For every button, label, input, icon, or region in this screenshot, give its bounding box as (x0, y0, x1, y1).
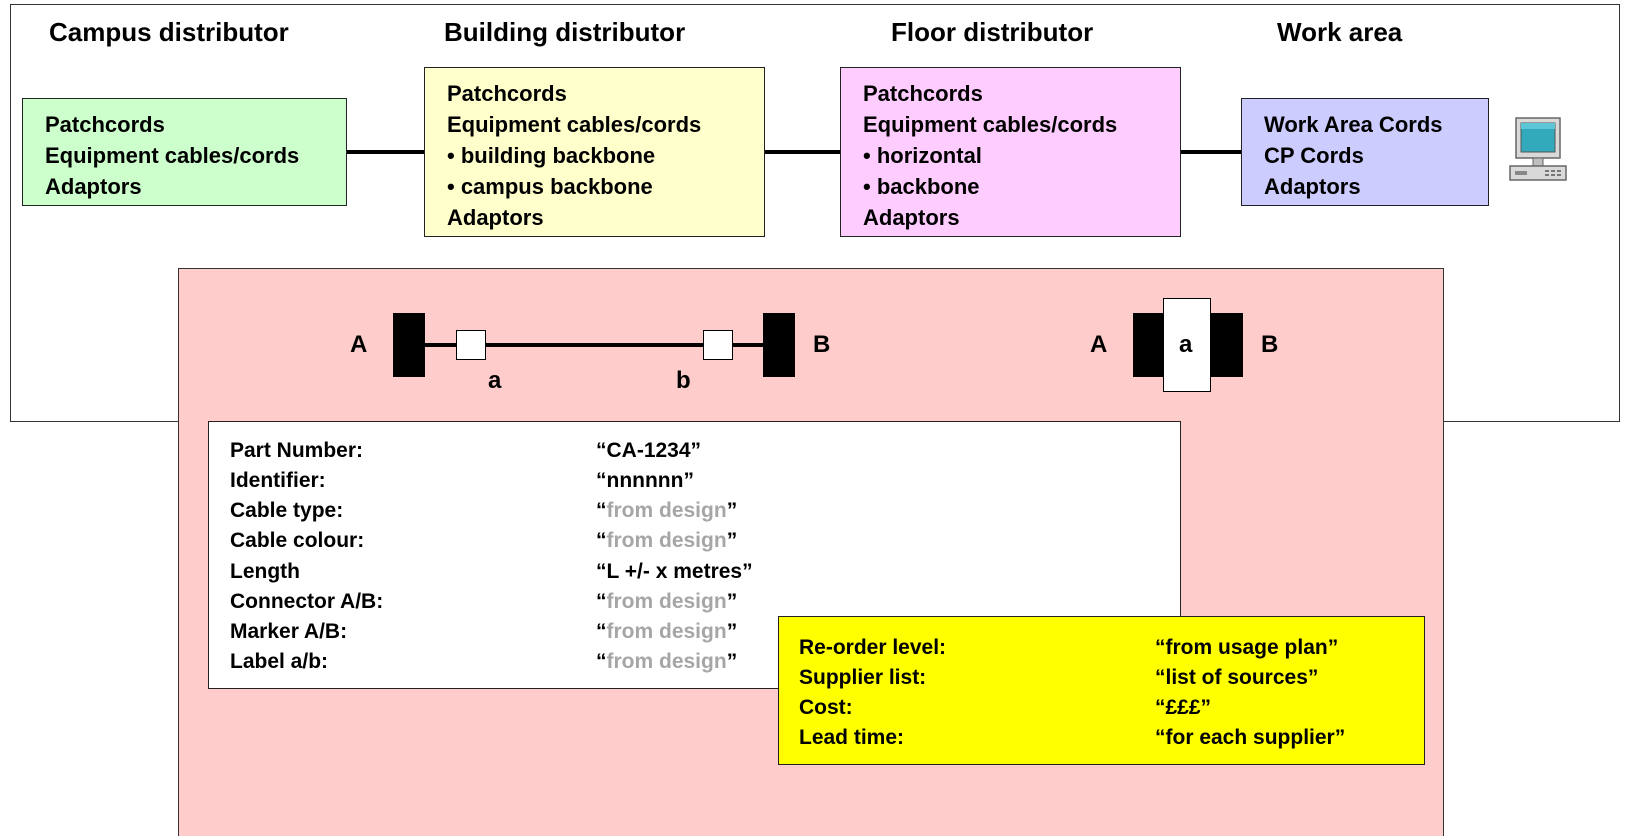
building-line: • building backbone (447, 143, 656, 168)
building-distributor-heading: Building distributor (444, 17, 686, 47)
floor-line: Equipment cables/cords (863, 112, 1118, 137)
attribute-value: “from design” (596, 499, 738, 522)
attribute-value: “L +/- x metres” (596, 560, 753, 583)
floor-line: • backbone (863, 174, 980, 199)
supply-value: “£££” (1155, 696, 1212, 719)
supply-name: Re-order level: (799, 636, 947, 659)
adaptor-connector-b (1211, 313, 1243, 377)
attribute-name: Part Number: (230, 439, 364, 462)
attribute-name: Identifier: (230, 469, 326, 492)
attribute-value: “from design” (596, 590, 738, 613)
attribute-name: Label a/b: (230, 650, 329, 673)
attribute-value: “from design” (596, 529, 738, 552)
supply-info-box: Re-order level: “from usage plan” Suppli… (778, 616, 1425, 765)
building-line: Adaptors (447, 205, 544, 230)
computer-icon (1509, 117, 1567, 181)
link-building-floor (764, 150, 842, 154)
work-area-line: CP Cords (1264, 143, 1364, 168)
building-line: Equipment cables/cords (447, 112, 702, 137)
attribute-name: Cable colour: (230, 529, 365, 552)
supply-value: “from usage plan” (1155, 636, 1339, 659)
supply-name: Cost: (799, 696, 853, 719)
floor-line: • horizontal (863, 143, 982, 168)
work-area-box: Work Area Cords CP Cords Adaptors (1241, 98, 1489, 206)
adaptor-connector-a (1133, 313, 1165, 377)
adaptor-label-text: a (1179, 331, 1193, 358)
floor-line: Adaptors (863, 205, 960, 230)
attribute-value: “from design” (596, 620, 738, 643)
attribute-name: Cable type: (230, 499, 344, 522)
campus-line: Adaptors (45, 174, 142, 199)
work-area-line: Work Area Cords (1264, 112, 1443, 137)
campus-line: Equipment cables/cords (45, 143, 300, 168)
attribute-value: “nnnnnn” (596, 469, 694, 492)
connector-b (763, 313, 795, 377)
link-campus-building (346, 150, 426, 154)
floor-distributor-heading: Floor distributor (891, 17, 1094, 47)
cable-label-a-box (456, 330, 486, 360)
supply-value: “list of sources” (1155, 666, 1319, 689)
building-line: Patchcords (447, 81, 567, 106)
floor-line: Patchcords (863, 81, 983, 106)
cable-label-b-box (703, 330, 733, 360)
campus-line: Patchcords (45, 112, 165, 137)
cable-label-a-text: a (488, 367, 502, 394)
supply-name: Supplier list: (799, 666, 927, 689)
attribute-name: Connector A/B: (230, 590, 384, 613)
work-area-heading: Work area (1277, 17, 1403, 47)
floor-distributor-box: Patchcords Equipment cables/cords • hori… (840, 67, 1181, 237)
cable-end-a-label: A (350, 331, 368, 358)
adaptor-end-a-label: A (1090, 331, 1108, 358)
building-line: • campus backbone (447, 174, 653, 199)
campus-distributor-heading: Campus distributor (49, 17, 289, 47)
connector-a (393, 313, 425, 377)
attribute-name: Marker A/B: (230, 620, 348, 643)
campus-distributor-box: Patchcords Equipment cables/cords Adapto… (22, 98, 347, 206)
building-distributor-box: Patchcords Equipment cables/cords • buil… (424, 67, 765, 237)
supply-name: Lead time: (799, 726, 905, 749)
adaptor-end-b-label: B (1261, 331, 1279, 358)
link-floor-workarea (1180, 150, 1243, 154)
cable-end-b-label: B (813, 331, 831, 358)
adaptor-body (1163, 298, 1211, 392)
supply-value: “for each supplier” (1155, 726, 1346, 749)
attribute-name: Length (230, 560, 300, 583)
cable-label-b-text: b (676, 367, 691, 394)
work-area-line: Adaptors (1264, 174, 1361, 199)
attribute-value: “CA-1234” (596, 439, 702, 462)
cable-line (425, 343, 765, 347)
attribute-value: “from design” (596, 650, 738, 673)
